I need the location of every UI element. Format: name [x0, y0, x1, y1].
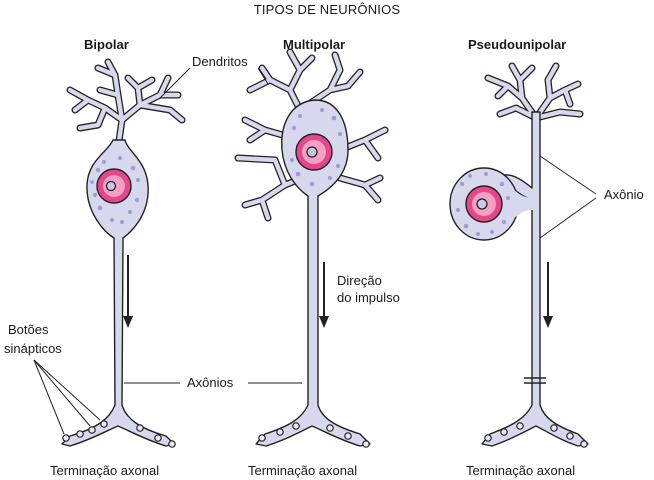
pseudounipolar-title: Pseudounipolar	[468, 37, 567, 52]
bipolar-terminal-label: Terminação axonal	[50, 463, 160, 478]
dendrites-leader-lines	[159, 67, 269, 99]
multipolar-terminal-boutons	[258, 422, 370, 448]
pseudounipolar-terminal-label: Terminação axonal	[466, 463, 576, 478]
multipolar-impulse-arrow	[319, 262, 329, 328]
pseudounipolar-nucleolus	[476, 198, 488, 210]
synaptic-buttons-leader-lines	[33, 359, 101, 435]
bipolar-terminal-boutons	[62, 420, 176, 448]
multipolar-terminal-label: Terminação axonal	[248, 463, 358, 478]
multipolar-title: Multipolar	[283, 37, 346, 52]
axon-label: Axônio	[604, 187, 644, 202]
bipolar-granules	[90, 156, 140, 224]
bipolar-dendrites	[66, 58, 186, 152]
synaptic-buttons-label-line1: Botões	[8, 322, 49, 337]
bipolar-cell-body	[61, 139, 175, 447]
pseudounipolar-terminal-boutons	[484, 422, 588, 448]
impulse-direction-label-line1: Direção	[337, 273, 382, 288]
multipolar-cell-body	[255, 99, 371, 447]
multipolar-granules	[289, 108, 342, 187]
bipolar-neuron	[61, 58, 186, 448]
multipolar-dendrites	[234, 48, 389, 222]
pseudounipolar-impulse-arrow	[543, 262, 553, 328]
multipolar-neuron	[234, 48, 389, 448]
dendrites-label: Dendritos	[192, 54, 248, 69]
diagram-title: TIPOS DE NEURÔNIOS	[253, 2, 401, 17]
bipolar-impulse-arrow	[123, 255, 133, 328]
pseudounipolar-granules	[455, 172, 510, 237]
bipolar-title: Bipolar	[84, 37, 129, 52]
pseudounipolar-neuron	[449, 62, 589, 448]
impulse-direction-label-line2: do impulso	[337, 290, 400, 305]
multipolar-nucleolus	[306, 146, 318, 158]
synaptic-buttons-label-line2: sinápticos	[4, 341, 62, 356]
axons-label: Axônios	[187, 375, 234, 390]
bipolar-nucleolus	[105, 180, 117, 192]
axon-break-mark	[524, 377, 546, 384]
pseudounipolar-dendrites	[484, 62, 584, 122]
axon-leader-lines	[539, 155, 597, 239]
pseudounipolar-axon	[481, 111, 589, 447]
